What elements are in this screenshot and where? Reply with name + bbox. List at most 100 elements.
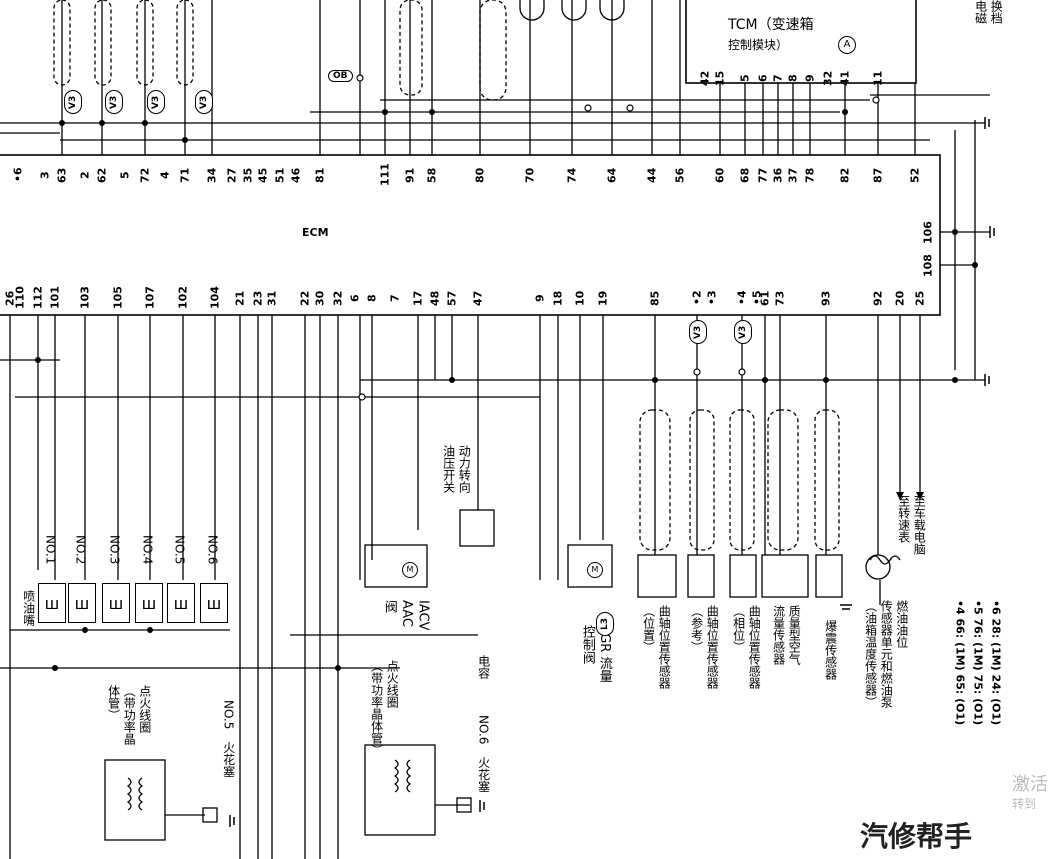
- v3-badge: V3: [734, 320, 752, 344]
- ecm-top-pin: 62: [95, 167, 109, 183]
- injector-label: NO.3: [107, 535, 122, 565]
- tcm-pin: 41: [838, 70, 852, 86]
- injector-label: NO.1: [43, 535, 58, 565]
- v3-badge: V3: [195, 90, 213, 114]
- v3-badge: V3: [147, 90, 165, 114]
- injector-label: NO.4: [140, 535, 155, 565]
- tcm-pin: 9: [803, 74, 817, 82]
- ecm-bottom-pin: 7: [388, 294, 402, 302]
- ecm-top-pin: 78: [803, 167, 817, 183]
- ecm-bottom-pin: 92: [871, 290, 885, 306]
- pin-note: •5 76: (1M) 75: (O1): [971, 600, 985, 726]
- fuel-level-label: 燃油油位 传感器单元和燃油泵 （油箱温度传感器）: [863, 600, 909, 708]
- ecm-bottom-pin: 21: [233, 290, 247, 306]
- egr-motor-icon: M: [587, 562, 603, 578]
- crank-ref-label: 曲轴位置传感器 （参考）: [689, 605, 720, 689]
- ecm-top-pin: 91: [403, 167, 417, 183]
- ecm-bottom-pin: •3: [705, 290, 719, 306]
- injector-coil-icon: ш: [135, 583, 163, 623]
- ign-coil-6-label: 点火线圈 （带功率晶体管）: [369, 660, 400, 756]
- ecm-bottom-pin: 32: [331, 290, 345, 306]
- injector-label: NO.6: [205, 535, 220, 565]
- ecm-top-pin: 60: [713, 167, 727, 183]
- ecm-bottom-pin: 10: [573, 290, 587, 306]
- ecm-bottom-pin: 57: [445, 290, 459, 306]
- v3-badge: V3: [689, 320, 707, 344]
- ecm-top-pin: 68: [738, 167, 752, 183]
- ign-coil-5-label: 点火线圈 （带功率晶 体管）: [106, 685, 152, 745]
- ecm-bottom-pin: 102: [176, 286, 190, 310]
- maf-label: 质量型空气 流量传感器: [771, 605, 802, 665]
- ecm-bottom-pin: 48: [428, 290, 442, 306]
- tcm-body: [685, 0, 917, 84]
- ecm-top-pin: 80: [473, 167, 487, 183]
- injector-title: 喷油嘴: [21, 590, 36, 626]
- ecm-top-pin: 82: [838, 167, 852, 183]
- ecm-top-pin: 58: [425, 167, 439, 183]
- ecm-bottom-pin: 73: [773, 290, 787, 306]
- injector-coil-icon: ш: [102, 583, 130, 623]
- ecm-top-pin: 45: [256, 167, 270, 183]
- injector-coil-icon: ш: [68, 583, 96, 623]
- ecm-top-pin: 72: [138, 167, 152, 183]
- tcm-pin: 32: [821, 70, 835, 86]
- iacv-label: IACV AAC 阀: [381, 600, 431, 631]
- ecm-bottom-pin: 93: [819, 290, 833, 306]
- ecm-top-pin: 87: [871, 167, 885, 183]
- injector-coil-icon: ш: [200, 583, 228, 623]
- pin-note: •4 66: (1M) 65: (O1): [953, 600, 967, 726]
- tcm-label: TCM（变速箱: [728, 17, 814, 33]
- ecm-top-pin: 37: [786, 167, 800, 183]
- tcm-pin: 5: [738, 74, 752, 82]
- ecm-top-pin: 74: [565, 167, 579, 183]
- ecm-label: ECM: [302, 226, 329, 239]
- ecm-bottom-pin: 8: [365, 294, 379, 302]
- ecm-bottom-pin: 112: [31, 286, 45, 310]
- ecm-bottom-pin: 19: [596, 290, 610, 306]
- iacv-motor-icon: M: [402, 562, 418, 578]
- activation-watermark: 激活: [1012, 774, 1048, 795]
- tcm-sublabel: 控制模块）: [728, 38, 789, 52]
- injector-coil-icon: ш: [167, 583, 195, 623]
- crank-pos-label: 曲轴位置传感器 （位置）: [641, 605, 672, 689]
- ecm-top-pin: 52: [908, 167, 922, 183]
- ecm-bottom-pin: 20: [893, 290, 907, 306]
- ecm-bottom-pin: 30: [313, 290, 327, 306]
- activation-watermark-2: 转到: [1012, 797, 1037, 811]
- ecm-top-pin: 81: [313, 167, 327, 183]
- ecm-bottom-pin: 18: [551, 290, 565, 306]
- ecm-top-pin: 56: [673, 167, 687, 183]
- spark-plug-6-label: NO.6 火花塞: [476, 715, 491, 793]
- ecm-bottom-pin: 107: [143, 286, 157, 310]
- ecm-bottom-pin: 105: [111, 286, 125, 310]
- ecm-top-pin: 71: [178, 167, 192, 183]
- ecm-bottom-pin: 110: [13, 286, 27, 310]
- pin-note: •6 28: (1M) 24: (O1): [989, 600, 1003, 726]
- egr-badge: L3: [596, 612, 614, 636]
- v3-badge: V3: [105, 90, 123, 114]
- injector-coil-icon: ш: [38, 583, 66, 623]
- ecm-top-pin: 70: [523, 167, 537, 183]
- ecm-bottom-pin: 9: [533, 294, 547, 302]
- to-computer-label: 至车载电脑 至转速表: [896, 495, 927, 555]
- tcm-pin: 11: [871, 70, 885, 86]
- tcm-pin: 15: [713, 70, 727, 86]
- ecm-top-pin: 64: [605, 167, 619, 183]
- ecm-top-pin: •6: [11, 167, 25, 183]
- ecm-bottom-pin: 85: [648, 290, 662, 306]
- ecm-right-pin: 106: [921, 221, 935, 245]
- ecm-top-pin: 44: [645, 167, 659, 183]
- knock-label: 爆震传感器: [823, 620, 838, 680]
- ecm-top-pin: 46: [289, 167, 303, 183]
- injector-label: NO.2: [73, 535, 88, 565]
- v3-badge: V3: [64, 90, 82, 114]
- ecm-top-pin: 3: [38, 171, 52, 179]
- tcm-badge: A: [838, 36, 856, 54]
- ecm-bottom-pin: 47: [471, 290, 485, 306]
- ecm-top-pin: 2: [78, 171, 92, 179]
- ecm-bottom-pin: 101: [48, 286, 62, 310]
- brand-logo: 汽修帮手: [860, 820, 973, 853]
- ecm-top-pin: 63: [55, 167, 69, 183]
- ecm-bottom-pin: 6: [348, 294, 362, 302]
- power-steering-label: 动力转向 油压开关: [441, 445, 472, 493]
